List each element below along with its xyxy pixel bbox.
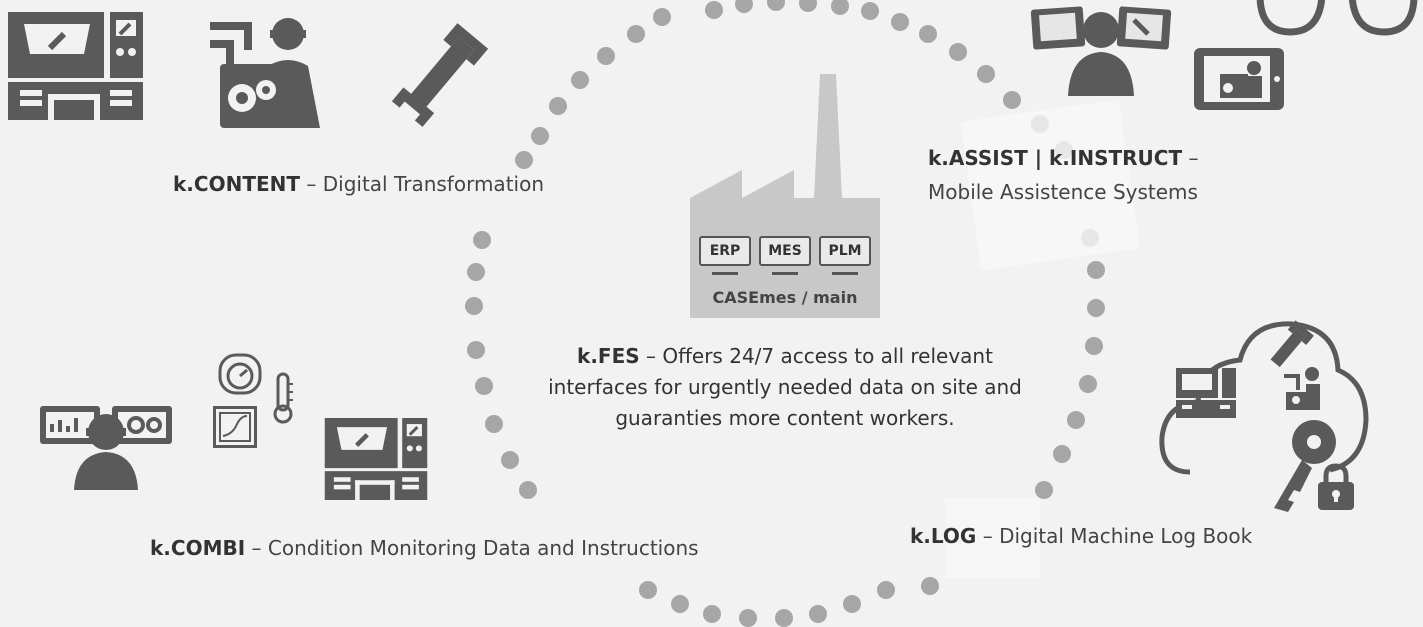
circle-dot xyxy=(1087,299,1105,317)
circle-dot xyxy=(475,377,493,395)
circle-dot xyxy=(843,595,861,613)
k-assist-caption: k.ASSIST | k.INSTRUCT – xyxy=(928,146,1198,170)
k-assist-title: k.ASSIST | k.INSTRUCT xyxy=(928,146,1183,170)
mes-stand xyxy=(772,272,798,275)
gauge-icon xyxy=(218,353,262,395)
circle-dot xyxy=(597,47,615,65)
k-assist-text: – xyxy=(1182,146,1199,170)
circle-dot xyxy=(515,151,533,169)
k-combi-caption: k.COMBI – Condition Monitoring Data and … xyxy=(150,536,699,560)
circle-dot xyxy=(465,297,483,315)
circle-dot xyxy=(767,0,785,11)
circle-dot xyxy=(627,25,645,43)
worker-gears-icon xyxy=(210,18,320,128)
k-log-title: k.LOG xyxy=(910,524,977,548)
factory-icon xyxy=(690,74,880,318)
plm-label: PLM xyxy=(828,243,862,259)
circle-dot xyxy=(1035,481,1053,499)
cloud-icon xyxy=(1159,320,1369,475)
circle-dot xyxy=(531,127,549,145)
erp-stand xyxy=(712,272,738,275)
erp-label: ERP xyxy=(709,243,741,259)
circle-dot xyxy=(653,8,671,26)
circle-dot xyxy=(921,577,939,595)
circle-dot xyxy=(1067,411,1085,429)
machine-icon xyxy=(324,418,428,500)
mes-monitor: MES xyxy=(759,236,811,266)
erp-monitor: ERP xyxy=(699,236,751,266)
circle-dot xyxy=(1087,261,1105,279)
lock-icon xyxy=(1318,463,1354,510)
light-patch xyxy=(945,498,1040,578)
circle-dot xyxy=(571,71,589,89)
circle-dot xyxy=(549,97,567,115)
plm-stand xyxy=(832,272,858,275)
circle-dot xyxy=(485,415,503,433)
worker-monitors-icon xyxy=(1030,6,1172,96)
circle-dot xyxy=(919,25,937,43)
k-assist-subtitle: Mobile Assistence Systems xyxy=(928,180,1198,204)
key-icon xyxy=(1274,420,1336,512)
circle-dot xyxy=(705,1,723,19)
circle-dot xyxy=(861,2,879,20)
circle-dot xyxy=(1085,337,1103,355)
worker-monitoring-icon xyxy=(40,406,172,490)
circle-dot xyxy=(501,451,519,469)
k-content-caption: k.CONTENT – Digital Transformation xyxy=(173,172,544,196)
wrench-icon xyxy=(391,23,489,127)
factory-label: CASEmes / main xyxy=(712,288,858,307)
circle-dot xyxy=(519,481,537,499)
k-content-text: – Digital Transformation xyxy=(300,172,544,196)
thermometer-icon xyxy=(273,372,293,424)
tablet-icon xyxy=(1194,48,1284,110)
k-combi-title: k.COMBI xyxy=(150,536,246,560)
circle-dot xyxy=(467,341,485,359)
circle-dot xyxy=(809,605,827,623)
circle-dot xyxy=(703,605,721,623)
circle-dot xyxy=(799,0,817,12)
k-combi-text: – Condition Monitoring Data and Instruct… xyxy=(245,536,699,560)
circle-dot xyxy=(671,595,689,613)
circle-dot xyxy=(1003,91,1021,109)
circle-dot xyxy=(891,13,909,31)
circle-dot xyxy=(735,0,753,13)
circle-dot xyxy=(877,581,895,599)
chart-icon xyxy=(213,406,257,448)
circle-dot xyxy=(775,609,793,627)
plm-monitor: PLM xyxy=(819,236,871,266)
mes-label: MES xyxy=(768,243,802,259)
k-fes-title: k.FES xyxy=(577,344,640,368)
k-content-title: k.CONTENT xyxy=(173,172,301,196)
circle-dot xyxy=(831,0,849,15)
circle-dot xyxy=(639,581,657,599)
k-log-caption: k.LOG – Digital Machine Log Book xyxy=(910,524,1252,548)
circle-dot xyxy=(977,65,995,83)
machine-icon xyxy=(8,12,143,120)
k-log-text: – Digital Machine Log Book xyxy=(976,524,1253,548)
k-fes-text: – Offers 24/7 access to all relevant int… xyxy=(548,344,1022,430)
circle-dot xyxy=(473,231,491,249)
smart-glasses-icon xyxy=(1256,0,1418,36)
k-fes-description: k.FES – Offers 24/7 access to all releva… xyxy=(540,341,1030,434)
circle-dot xyxy=(949,43,967,61)
circle-dot xyxy=(739,609,757,627)
circle-dot xyxy=(467,263,485,281)
circle-dot xyxy=(1053,445,1071,463)
circle-dot xyxy=(1079,375,1097,393)
